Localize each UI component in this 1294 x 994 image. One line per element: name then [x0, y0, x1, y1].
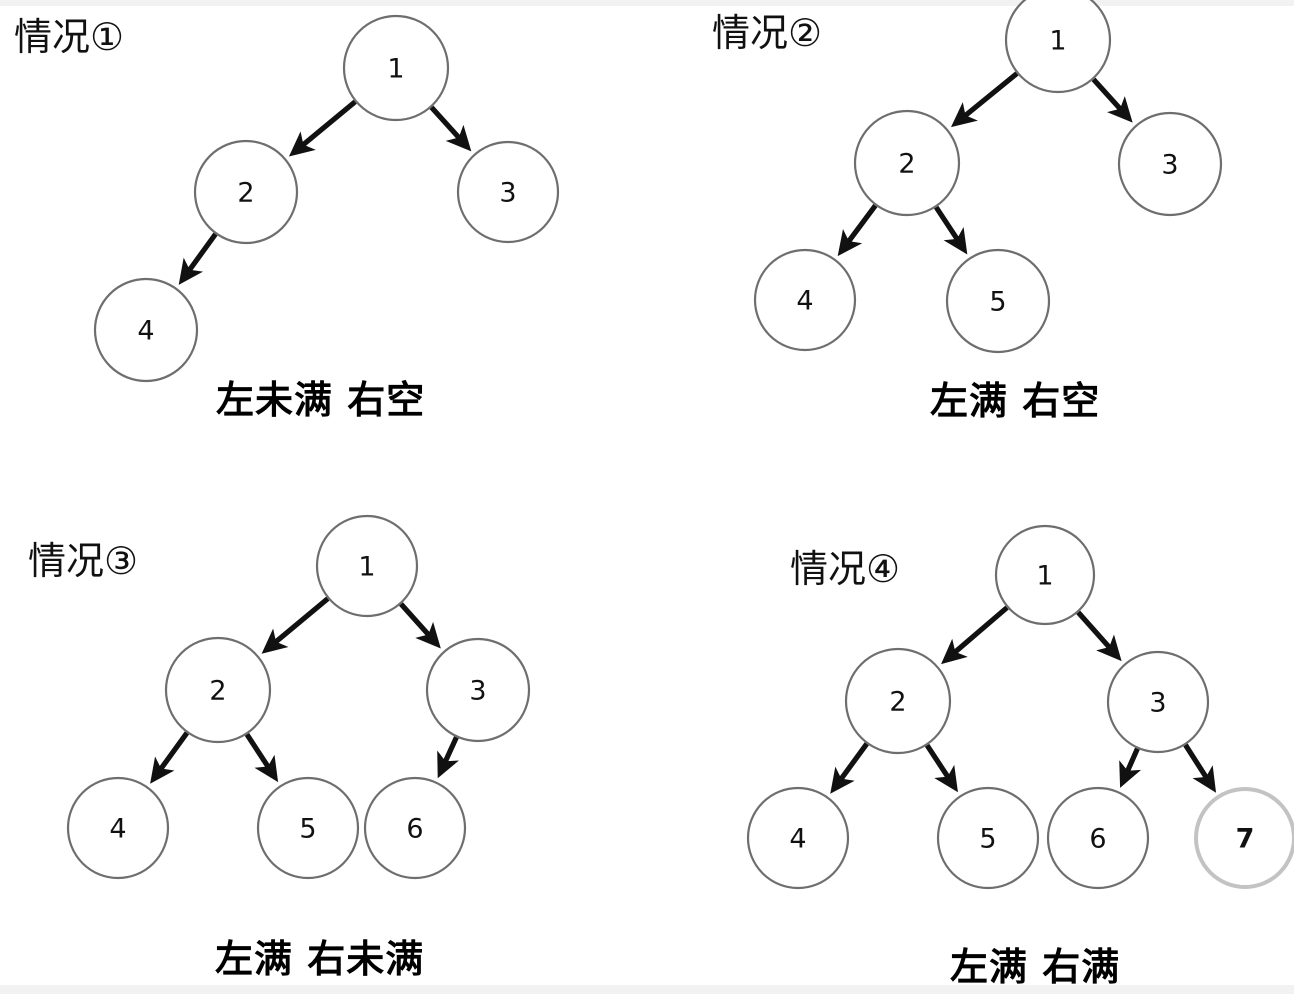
- tree-edge-1-to-2: [950, 71, 1019, 128]
- node-label: 4: [789, 824, 806, 855]
- node-circle: [456, 140, 560, 244]
- tree-edge-1-to-3: [1076, 610, 1122, 662]
- tree-node-3[interactable]: 3: [1117, 111, 1223, 217]
- node-circle: [936, 786, 1040, 890]
- tree-edges-layer: [150, 71, 1217, 794]
- panel-caption-case-2: 左满 右空: [930, 379, 1101, 423]
- panel-caption-case-3: 左满 右未满: [215, 937, 425, 981]
- node-label: 3: [469, 676, 486, 707]
- panel-title-case-4: 情况④: [790, 547, 901, 591]
- node-circle: [164, 636, 272, 744]
- tree-edge-2-to-4: [150, 731, 190, 784]
- tree-node-1[interactable]: 1: [315, 514, 419, 618]
- node-label: 3: [1161, 150, 1178, 181]
- tree-nodes-layer: 1 2 3 4 1 2 3 4 5 1 2 3 4 5 6 1 2 3 4 5 6 7: [66, 0, 1294, 890]
- tree-node-3[interactable]: 3: [1106, 650, 1210, 754]
- node-label: 3: [499, 178, 516, 209]
- node-circle: [342, 14, 450, 122]
- node-label: 6: [406, 814, 423, 845]
- node-label: 2: [889, 687, 906, 718]
- node-circle: [93, 277, 199, 383]
- node-circle: [1106, 650, 1210, 754]
- tree-edge-1-to-2: [288, 99, 357, 157]
- tree-node-2[interactable]: 2: [853, 109, 961, 217]
- node-label: 4: [137, 316, 154, 347]
- tree-node-6[interactable]: 6: [1046, 786, 1150, 890]
- tree-edge-1-to-3: [399, 602, 441, 649]
- panel-caption-case-1: 左未满 右空: [216, 378, 426, 422]
- panel-title-case-2: 情况②: [712, 11, 823, 55]
- node-circle: [1004, 0, 1112, 94]
- node-label: 5: [979, 824, 996, 855]
- node-circle: [1117, 111, 1223, 217]
- node-label: 1: [387, 54, 404, 85]
- panel-title-case-1: 情况①: [14, 15, 125, 59]
- tree-node-5[interactable]: 5: [936, 786, 1040, 890]
- tree-edge-1-to-2: [261, 596, 330, 654]
- bottom-edge-band: [0, 985, 1294, 994]
- node-label: 1: [358, 552, 375, 583]
- node-label: 3: [1149, 688, 1166, 719]
- tree-node-7[interactable]: 7: [1194, 787, 1294, 889]
- tree-node-1[interactable]: 1: [994, 524, 1096, 626]
- tree-node-2[interactable]: 2: [844, 647, 952, 755]
- tree-edge-1-to-3: [1091, 77, 1133, 123]
- node-label: 4: [796, 286, 813, 317]
- node-circle: [363, 776, 467, 880]
- tree-edge-2-to-4: [837, 203, 878, 257]
- tree-node-3[interactable]: 3: [456, 140, 560, 244]
- tree-edge-2-to-4: [830, 742, 869, 794]
- node-circle: [425, 637, 531, 743]
- tree-edge-2-to-4: [178, 232, 218, 285]
- top-edge-band: [0, 0, 1294, 6]
- node-label: 6: [1089, 824, 1106, 855]
- node-circle: [753, 248, 857, 352]
- tree-node-4[interactable]: 4: [746, 786, 850, 890]
- node-circle: [746, 786, 850, 890]
- node-circle: [945, 248, 1051, 354]
- tree-node-4[interactable]: 4: [66, 776, 170, 880]
- tree-edge-1-to-2: [941, 605, 1009, 665]
- tree-edge-3-to-7: [1183, 743, 1217, 793]
- node-label: 2: [209, 676, 226, 707]
- tree-node-1[interactable]: 1: [1004, 0, 1112, 94]
- tree-edge-3-to-6: [1119, 747, 1142, 788]
- node-label: 2: [237, 178, 254, 209]
- node-circle: [256, 776, 360, 880]
- tree-node-4[interactable]: 4: [753, 248, 857, 352]
- node-label: 1: [1036, 561, 1053, 592]
- node-circle: [853, 109, 961, 217]
- node-label: 1: [1049, 26, 1066, 57]
- tree-edge-2-to-5: [934, 205, 968, 255]
- tree-edge-2-to-5: [244, 732, 279, 783]
- node-circle: [994, 524, 1096, 626]
- node-circle: [66, 776, 170, 880]
- node-circle: [1046, 786, 1150, 890]
- node-circle: [193, 139, 299, 245]
- node-label: 4: [109, 814, 126, 845]
- panel-title-case-3: 情况③: [28, 539, 139, 583]
- tree-edge-1-to-3: [429, 105, 472, 152]
- tree-edge-2-to-5: [924, 743, 958, 793]
- node-label: 5: [299, 814, 316, 845]
- tree-node-2[interactable]: 2: [193, 139, 299, 245]
- panel-caption-case-4: 左满 右满: [950, 945, 1121, 989]
- node-circle: [315, 514, 419, 618]
- node-label: 5: [989, 287, 1006, 318]
- node-circle: [844, 647, 952, 755]
- tree-edge-3-to-6: [437, 736, 459, 779]
- tree-node-2[interactable]: 2: [164, 636, 272, 744]
- node-circle: [1194, 787, 1294, 889]
- tree-node-5[interactable]: 5: [256, 776, 360, 880]
- tree-node-1[interactable]: 1: [342, 14, 450, 122]
- node-label: 2: [898, 149, 915, 180]
- tree-node-6[interactable]: 6: [363, 776, 467, 880]
- node-label: 7: [1236, 824, 1255, 855]
- tree-node-5[interactable]: 5: [945, 248, 1051, 354]
- tree-node-3[interactable]: 3: [425, 637, 531, 743]
- tree-node-4[interactable]: 4: [93, 277, 199, 383]
